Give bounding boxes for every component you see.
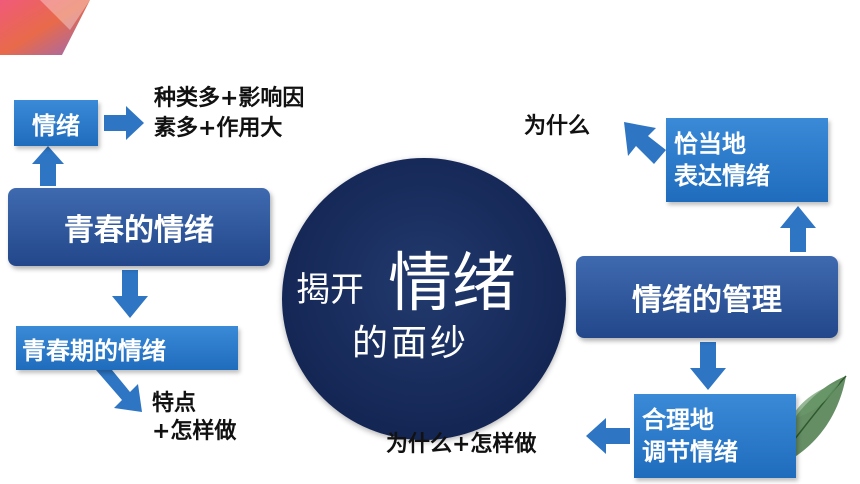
note-line: +怎样做 [152,419,237,444]
emotion-box: 情绪 [14,100,98,146]
emotion-label: 情绪 [32,111,80,140]
corner-decoration [0,0,90,55]
arrow-up-icon [32,146,64,186]
express-emotion-box: 恰当地 表达情绪 [666,118,828,202]
why-note: 为什么 [524,114,591,139]
adolescence-emotion-label: 青春期的情绪 [22,336,166,365]
adolescence-features-note: 特点 +怎样做 [152,390,236,446]
youth-emotion-box: 青春的情绪 [8,188,270,266]
express-line: 表达情绪 [674,162,770,190]
center-title-main: 情绪 [388,247,516,321]
center-title-suffix: 的面纱 [352,323,470,364]
arrow-left-icon [586,418,630,454]
youth-emotion-label: 青春的情绪 [64,213,214,248]
adolescence-emotion-box: 青春期的情绪 [16,326,238,370]
arrow-diagonal-icon [96,370,142,412]
emotion-management-box: 情绪的管理 [576,256,838,338]
express-line: 恰当地 [674,130,746,158]
note-line: 特点 [152,391,197,416]
arrow-down-icon [112,270,148,318]
regulate-line: 调节情绪 [642,438,738,466]
regulate-line: 合理地 [642,406,714,434]
center-title-prefix: 揭开 [296,270,364,310]
arrow-upleft-icon [624,122,666,164]
why-how-note: 为什么+怎样做 [386,432,537,457]
note-line: 素多+作用大 [154,116,283,141]
arrow-down-right-icon [690,342,726,390]
arrow-up-right-icon [780,206,816,252]
emotion-features-note: 种类多+影响因 素多+作用大 [154,84,304,144]
emotion-management-label: 情绪的管理 [632,283,782,318]
regulate-emotion-box: 合理地 调节情绪 [634,394,796,478]
center-circle: 揭开 情绪 的面纱 [282,158,566,440]
arrow-right-icon [104,106,144,140]
note-line: 种类多+影响因 [154,86,305,111]
